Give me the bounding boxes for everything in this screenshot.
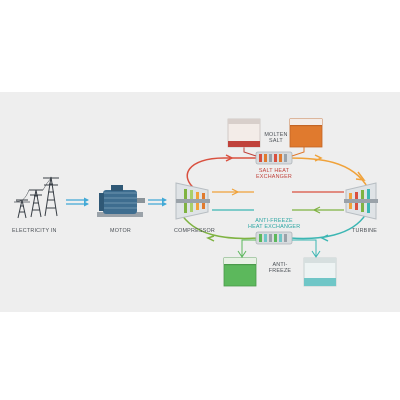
cold-salt-tank <box>227 118 261 148</box>
antifreeze-line2: FREEZE <box>268 268 292 275</box>
electricity-arrow <box>66 197 90 207</box>
electricity-in-label: ELECTRICITY IN <box>12 228 57 234</box>
warm-antifreeze-tank <box>223 257 257 287</box>
antifreeze-heat-exchanger-icon <box>255 231 293 245</box>
hot-loop-left <box>186 157 258 191</box>
compressor-icon <box>175 182 210 220</box>
cold-antifreeze-tank <box>303 257 337 287</box>
antifreeze-heat-exchanger-label: ANTI-FREEZE HEAT EXCHANGER <box>248 218 300 230</box>
warm-antifreeze-pipe <box>241 239 256 256</box>
turbine-icon <box>344 182 378 220</box>
salt-hx-line1: SALT HEAT <box>258 168 290 174</box>
hot-salt-tank <box>289 118 323 148</box>
molten-salt-label: MOLTEN SALT <box>262 132 290 144</box>
antifreeze-label: ANTI- FREEZE <box>266 262 294 274</box>
antifreeze-hx-line2: HEAT EXCHANGER <box>248 224 301 231</box>
antifreeze-hx-line1: ANTI-FREEZE <box>255 218 293 224</box>
antifreeze-line1: ANTI- <box>272 262 288 268</box>
cold-antifreeze-pipe <box>292 239 317 256</box>
motor-icon <box>97 185 145 217</box>
salt-hx-line2: EXCHANGER <box>256 174 292 181</box>
motor-label: MOTOR <box>110 228 131 234</box>
compressor-label: COMPRESSOR <box>174 228 215 234</box>
hot-salt-pipe <box>291 146 305 157</box>
molten-salt-line2: SALT <box>269 138 283 145</box>
pylons-icon <box>14 176 59 219</box>
cold-salt-pipe <box>243 146 257 157</box>
salt-heat-exchanger-label: SALT HEAT EXCHANGER <box>256 168 292 180</box>
turbine-label: TURBINE <box>352 228 378 234</box>
molten-salt-line1: MOLTEN <box>264 132 288 138</box>
motor-arrow <box>148 197 168 207</box>
salt-heat-exchanger-icon <box>255 151 293 165</box>
cold-loop-right <box>179 211 259 240</box>
